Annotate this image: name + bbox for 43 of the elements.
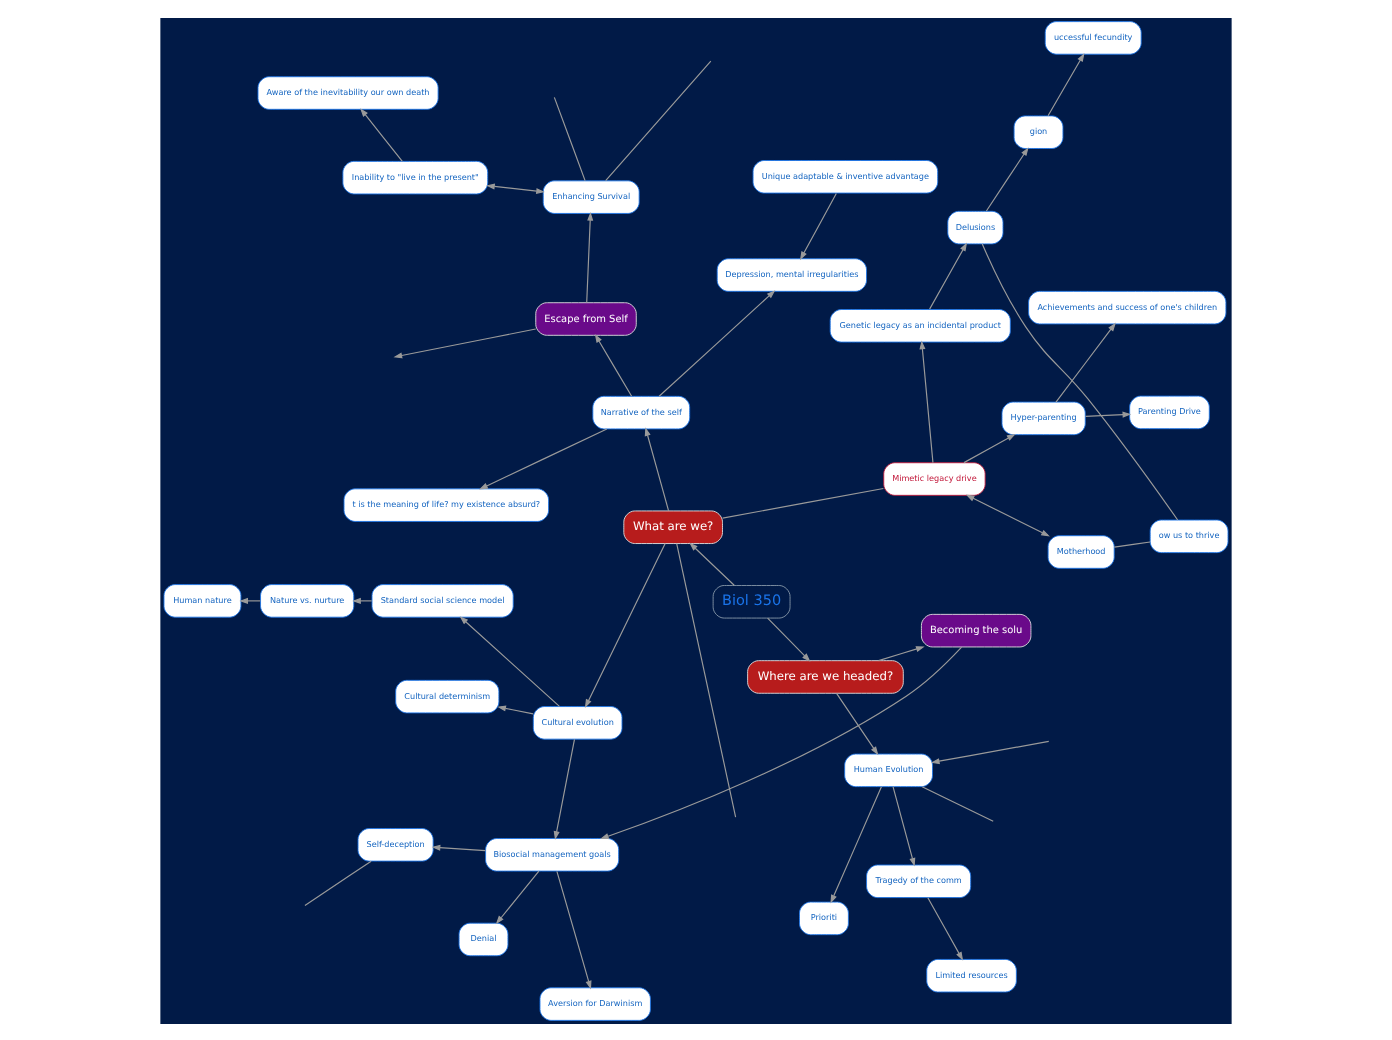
arrow bbox=[930, 739, 1050, 764]
arrow bbox=[963, 432, 1016, 463]
arrow bbox=[600, 645, 963, 839]
arrow bbox=[486, 182, 545, 194]
arrow bbox=[1055, 321, 1116, 402]
arrow bbox=[553, 737, 576, 839]
arrow bbox=[239, 596, 261, 603]
arrow bbox=[479, 427, 608, 489]
arrow bbox=[644, 426, 670, 511]
arrow bbox=[830, 785, 882, 903]
arrow bbox=[584, 542, 666, 708]
connector bbox=[553, 95, 586, 181]
arrow bbox=[892, 785, 916, 866]
arrow bbox=[767, 616, 811, 661]
connector bbox=[304, 859, 372, 906]
connector bbox=[605, 59, 712, 181]
arrow bbox=[927, 896, 964, 960]
arrow bbox=[799, 191, 837, 260]
arrow bbox=[929, 241, 968, 309]
connector bbox=[981, 242, 1179, 520]
connector bbox=[1113, 540, 1151, 547]
arrow bbox=[352, 596, 373, 603]
arrow bbox=[594, 332, 633, 396]
arrow bbox=[1084, 410, 1132, 417]
arrow bbox=[360, 107, 403, 161]
connector bbox=[676, 542, 737, 817]
arrow bbox=[919, 339, 934, 463]
arrow bbox=[878, 645, 925, 661]
arrow bbox=[497, 704, 534, 714]
arrow bbox=[985, 146, 1029, 211]
connector bbox=[722, 486, 884, 518]
arrow bbox=[836, 692, 879, 755]
arrow bbox=[495, 869, 540, 924]
arrow bbox=[431, 843, 487, 851]
arrow bbox=[689, 541, 735, 585]
arrow bbox=[965, 493, 1050, 536]
arrow bbox=[393, 327, 537, 358]
arrow bbox=[1047, 51, 1085, 116]
arrow bbox=[586, 210, 594, 303]
arrow bbox=[658, 289, 776, 396]
arrow bbox=[459, 615, 561, 706]
connector bbox=[921, 785, 994, 821]
arrow bbox=[556, 869, 592, 989]
